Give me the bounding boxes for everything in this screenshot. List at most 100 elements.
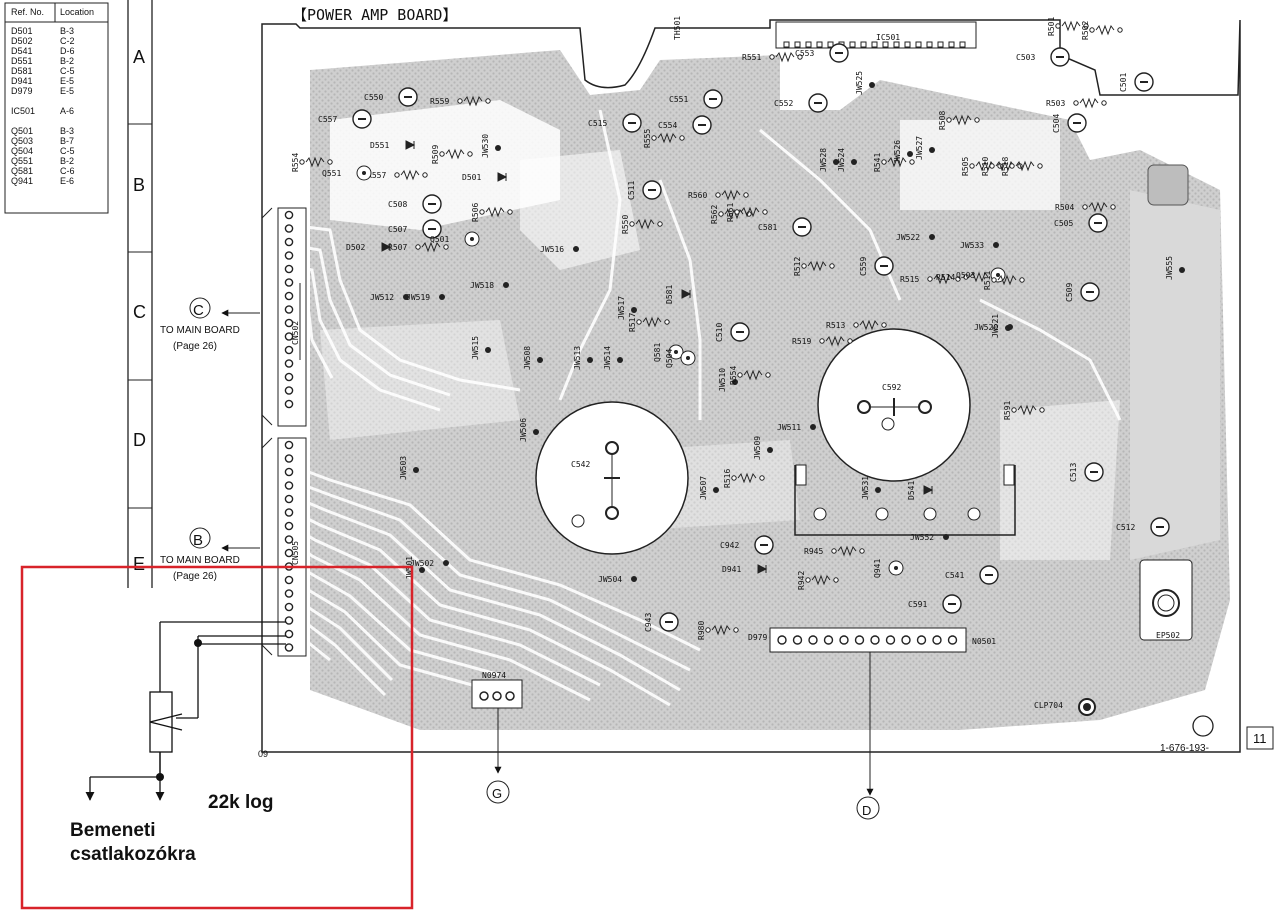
connector-n0501: N0501 D: [769, 627, 996, 820]
pot-value-label: 22k log: [208, 792, 273, 813]
zone-e: E: [133, 554, 145, 574]
ref-table-cell-location: C-5: [60, 146, 75, 156]
connector-pin: [284, 575, 294, 585]
connector-pin: [284, 521, 294, 531]
ref-table-cell-ref: D979: [11, 86, 33, 96]
resistor-icon: [1017, 404, 1037, 416]
component-label-jw507: JW507: [699, 476, 708, 500]
ref-table-header-ref: Ref. No.: [11, 7, 44, 17]
ic-pin: [871, 41, 878, 48]
to-main-board-c: C TO MAIN BOARD (Page 26): [160, 297, 260, 352]
pad-icon: [955, 276, 961, 282]
component-label-c508: C508: [388, 200, 407, 209]
component-label-jw552: JW552: [910, 533, 934, 542]
jumper-pad-icon: [631, 307, 637, 313]
pad-icon: [394, 172, 400, 178]
component-label-r562: R562: [710, 205, 719, 224]
input-label-line1: Bemeneti: [70, 820, 156, 841]
pad-icon: [731, 475, 737, 481]
ref-table-cell-ref: D501: [11, 26, 33, 36]
resistor-icon: [995, 160, 1015, 172]
resistor-icon: [421, 241, 441, 253]
component-label-jw510: JW510: [718, 368, 727, 392]
ic-pin: [860, 41, 867, 48]
component-label-jw516: JW516: [540, 245, 564, 254]
component-label-c509: C509: [1065, 283, 1074, 302]
pad-icon: [805, 577, 811, 583]
resistor-icon: [887, 156, 907, 168]
ic-pin: [783, 41, 790, 48]
ref-table-cell-location: A-6: [60, 106, 74, 116]
pad-icon: [629, 221, 635, 227]
pad-icon: [743, 192, 749, 198]
n0501-pin: [854, 635, 865, 645]
n0501-pin: [916, 635, 927, 645]
jumper-pad-icon: [713, 487, 719, 493]
pad-icon: [467, 151, 473, 157]
connector-pin: [284, 264, 294, 274]
pad-icon: [963, 274, 969, 280]
pad-icon: [989, 163, 995, 169]
connector-pin: [284, 278, 294, 287]
component-label-c515: C515: [588, 119, 607, 128]
component-label-r550: R550: [621, 215, 630, 234]
pad-icon: [718, 211, 724, 217]
ref-table-cell-location: B-2: [60, 156, 74, 166]
connector-pin: [284, 372, 294, 382]
component-label-jw526: JW526: [893, 140, 902, 164]
component-label-jw528: JW528: [819, 148, 828, 172]
n0501-name: N0501: [972, 637, 996, 646]
connector-pin: [284, 332, 294, 341]
connector-pin: [284, 508, 294, 517]
pad-icon: [909, 159, 915, 165]
connector-n0974: N0974 G: [471, 671, 523, 804]
diode-icon: [405, 140, 416, 150]
resistor-icon: [445, 148, 465, 160]
resistor-icon: [743, 369, 763, 381]
component-label-c505: C505: [1054, 219, 1073, 228]
ic-pin: [805, 41, 812, 48]
jumper-pad-icon: [495, 145, 501, 151]
pad-icon: [881, 159, 887, 165]
component-label-r513: R513: [826, 321, 845, 330]
n0501-pin: [792, 635, 803, 645]
component-label-r515: R515: [900, 275, 919, 284]
pad-icon: [705, 627, 711, 633]
ref-table-cell-ref: D581: [11, 66, 33, 76]
resistor-icon: [1095, 24, 1115, 36]
component-label-q504: Q504: [665, 349, 674, 368]
resistor-icon: [737, 472, 757, 484]
ref-table-cell-location: B-7: [60, 136, 74, 146]
component-label-jw522: JW522: [896, 233, 920, 242]
component-label-c504: C504: [1052, 114, 1061, 133]
pad-icon: [443, 244, 449, 250]
component-label-c559: C559: [859, 257, 868, 276]
component-label-jw518: JW518: [470, 281, 494, 290]
zone-b: B: [133, 175, 145, 195]
jumper-pad-icon: [403, 294, 409, 300]
ref-table-cell-location: E-5: [60, 86, 74, 96]
ic-pin: [893, 41, 900, 48]
component-label-jw524: JW524: [837, 148, 846, 172]
component-label-d979: D979: [748, 633, 767, 642]
pad-icon: [769, 54, 775, 60]
n0501-pin: [777, 635, 787, 645]
connector-pin: [284, 359, 294, 368]
ref-table-cell-ref: IC501: [11, 106, 35, 116]
ic501-row: [775, 21, 977, 49]
n0501-pin: [932, 635, 942, 645]
component-label-r560: R560: [688, 191, 707, 200]
n0501-pin: [808, 635, 818, 645]
ref-table-cell-location: C-6: [60, 166, 75, 176]
pad-icon: [327, 159, 333, 165]
cn505-name: CN505: [291, 541, 300, 565]
component-label-r517: R517: [628, 313, 637, 332]
component-label-d581: D581: [665, 285, 674, 304]
pad-icon: [457, 98, 463, 104]
resistor-icon: [740, 206, 760, 218]
component-label-c541: C541: [945, 571, 964, 580]
zone-c: C: [133, 302, 146, 322]
component-label-r518: R518: [1001, 157, 1010, 176]
conn-b-page: (Page 26): [173, 571, 217, 582]
component-label-ic501: IC501: [876, 33, 900, 42]
